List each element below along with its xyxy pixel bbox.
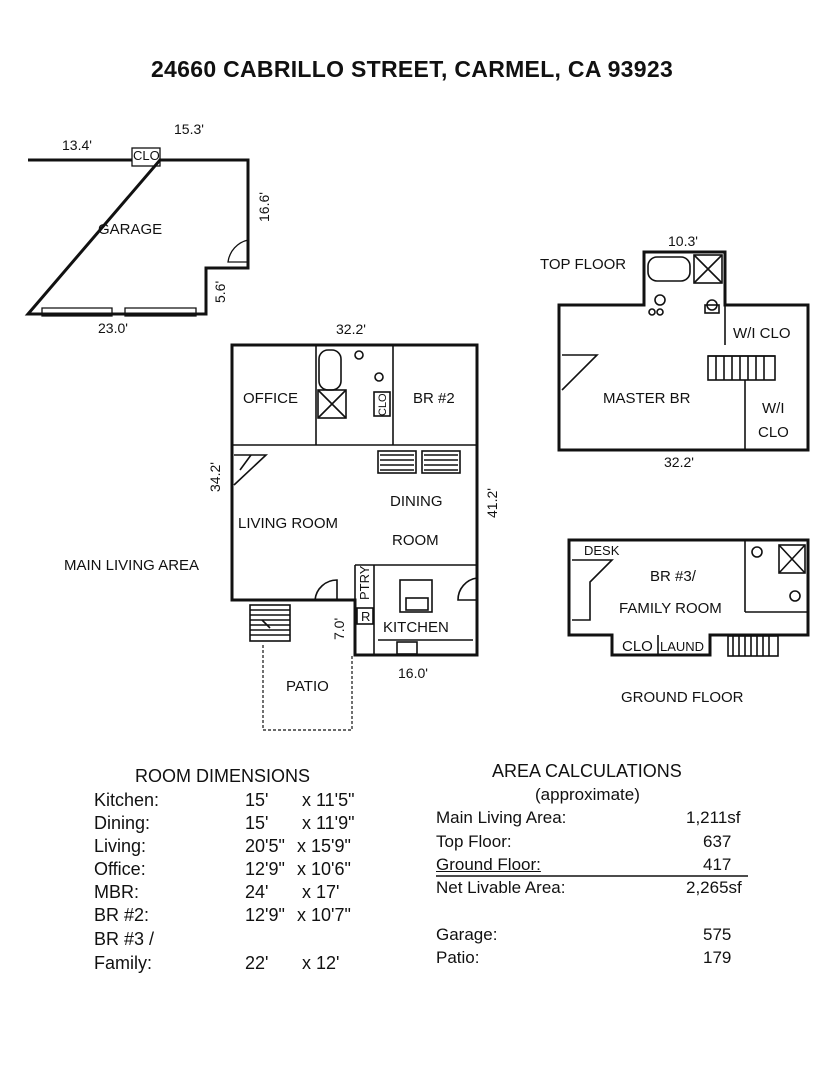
top-floor-dim-top: 10.3' (668, 233, 698, 249)
main-closet-label: CLO (377, 393, 389, 416)
ground-closet-label: CLO (622, 638, 653, 655)
room-name: BR #3 / (94, 929, 155, 949)
top-floor-outline (557, 250, 810, 452)
walkin-closet-2-label-b: CLO (758, 424, 789, 441)
walkin-closet-1-label: W/I CLO (733, 325, 791, 342)
patio-dim: 7.0' (331, 617, 347, 640)
family-room-label: FAMILY ROOM (619, 600, 722, 617)
area-name: Garage: (436, 925, 498, 944)
area-value: 575 (703, 925, 732, 944)
room-length: x 12' (302, 953, 340, 973)
living-room-label: LIVING ROOM (238, 515, 339, 532)
garage-dim-left-top: 13.4' (62, 137, 92, 153)
main-dim-right: 41.2' (484, 488, 500, 518)
top-floor-label: TOP FLOOR (540, 256, 627, 273)
room-name: MBR: (94, 882, 139, 902)
room-name: Office: (94, 859, 146, 879)
laundry-label: LAUND (660, 639, 705, 654)
area-value: 1,211sf (686, 808, 741, 827)
office-label: OFFICE (243, 390, 298, 407)
room-width: 24' (245, 882, 269, 902)
room-length: x 10'6" (297, 859, 351, 879)
room-dimensions-title: ROOM DIMENSIONS (135, 766, 311, 786)
area-name: Patio: (436, 948, 480, 967)
room-width: 15' (245, 813, 269, 833)
area-value: 179 (703, 948, 732, 967)
ground-floor-outline (567, 538, 810, 657)
garage-outline (24, 158, 250, 316)
refrigerator-label: R (361, 609, 371, 624)
room-length: x 11'9" (302, 813, 355, 833)
page-title: 24660 CABRILLO STREET, CARMEL, CA 93923 (150, 56, 674, 82)
room-length: x 10'7" (297, 905, 351, 925)
room-width: 20'5" (245, 836, 285, 856)
garage-label: GARAGE (98, 221, 163, 238)
room-name: Living: (94, 836, 147, 856)
main-dim-top: 32.2' (336, 321, 366, 337)
main-living-area-label: MAIN LIVING AREA (64, 557, 200, 574)
room-width: 22' (245, 953, 269, 973)
garage-dim-right: 16.6' (256, 192, 272, 222)
br3-label: BR #3/ (650, 568, 696, 585)
main-living-outline (230, 343, 479, 657)
room-name: Family: (94, 953, 152, 973)
garage-closet-box (131, 147, 161, 167)
kitchen-label: KITCHEN (383, 619, 449, 636)
area-name: Ground Floor: (436, 855, 541, 874)
master-br-label: MASTER BR (603, 390, 691, 407)
main-dim-left: 34.2' (207, 462, 223, 492)
walkin-closet-2-label-a: W/I (762, 400, 785, 417)
room-width: 12'9" (245, 859, 285, 879)
room-length: x 15'9" (297, 836, 351, 856)
garage-dim-step: 5.6' (212, 280, 228, 303)
garage-door (41, 307, 197, 317)
area-calculations-subtitle: (approximate) (535, 785, 640, 804)
pantry-label: PTRY (357, 565, 372, 600)
area-value: 2,265sf (686, 878, 742, 897)
room-name: Dining: (94, 813, 151, 833)
room-length: x 11'5" (302, 790, 355, 810)
room-width: 12'9" (245, 905, 285, 925)
top-floor-dim-bottom: 32.2' (664, 454, 694, 470)
area-value: 637 (703, 832, 732, 851)
garage-door-swing (227, 239, 249, 263)
main-dim-bottom: 16.0' (398, 665, 428, 681)
garage-dim-top: 15.3' (174, 121, 204, 137)
area-name: Net Livable Area: (436, 878, 566, 897)
area-name: Top Floor: (436, 832, 512, 851)
room-width: 15' (245, 790, 269, 810)
room-length: x 17' (302, 882, 340, 902)
room-name: Kitchen: (94, 790, 160, 810)
patio-label: PATIO (286, 678, 329, 695)
area-value: 417 (703, 855, 732, 874)
br2-label: BR #2 (413, 390, 455, 407)
room-name: BR #2: (94, 905, 150, 925)
desk-label: DESK (584, 543, 620, 558)
patio-outline (262, 645, 353, 731)
area-name: Main Living Area: (436, 808, 567, 827)
ground-floor-label: GROUND FLOOR (621, 689, 744, 706)
garage-dim-bottom: 23.0' (98, 320, 128, 336)
garage-closet-label: CLO (133, 148, 160, 163)
area-calculations-title: AREA CALCULATIONS (492, 761, 682, 781)
dining-label-2: ROOM (392, 532, 439, 549)
dining-label-1: DINING (390, 493, 443, 510)
